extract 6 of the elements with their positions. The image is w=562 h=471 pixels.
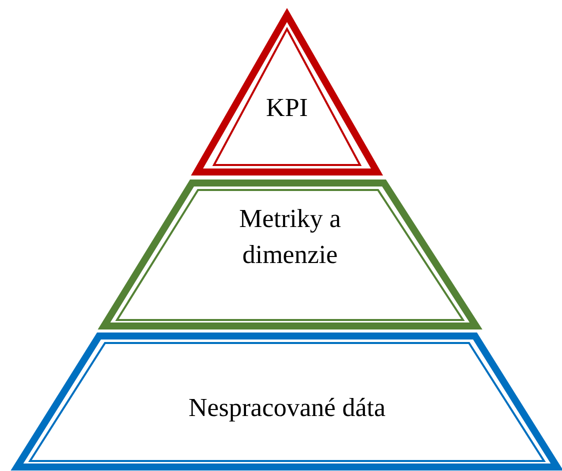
pyramid-tier [13,332,561,471]
tier-label: Nespracované dáta [187,392,387,424]
tier-label: Metriky a dimenzie [238,203,342,271]
pyramid-tier [193,11,381,176]
pyramid-tier [100,179,480,330]
tier-label: KPI [265,92,309,124]
